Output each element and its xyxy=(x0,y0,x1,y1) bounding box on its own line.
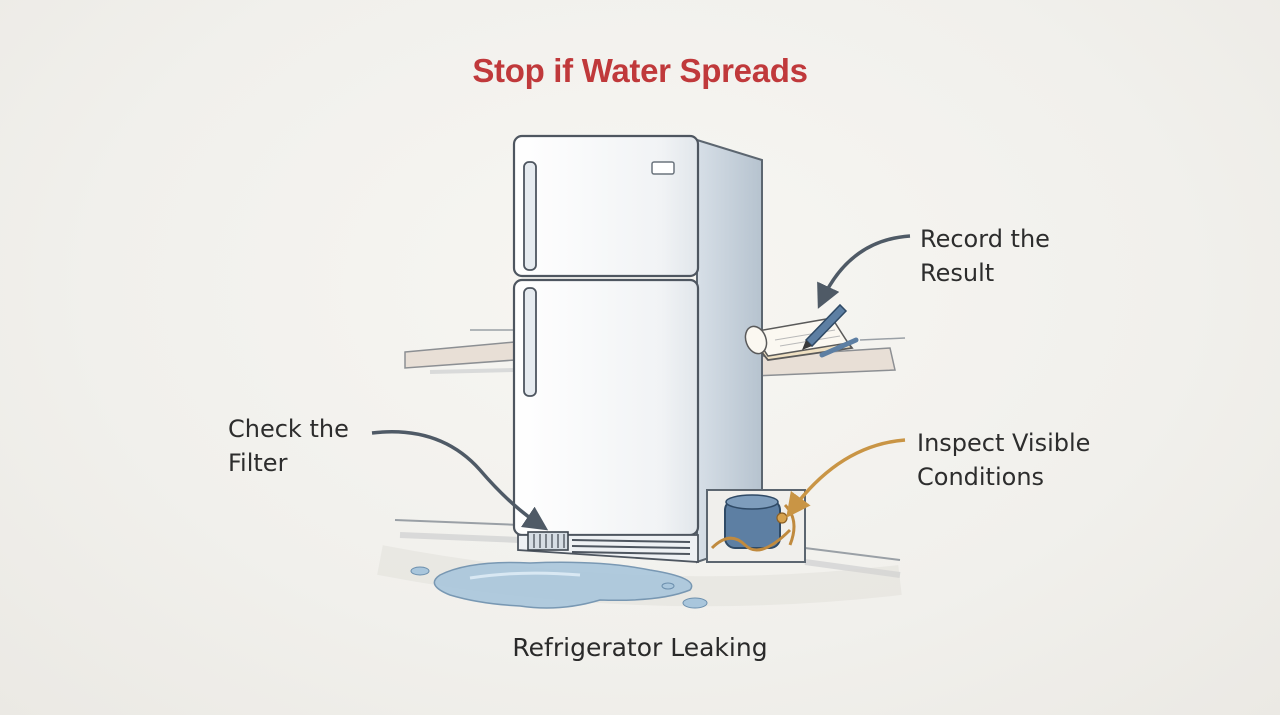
filter-arrow xyxy=(371,430,549,531)
water-puddle-icon xyxy=(410,561,708,609)
refrigerator-icon xyxy=(512,134,763,564)
compressor-icon xyxy=(706,489,806,563)
callout-check-filter-line2: Filter xyxy=(228,449,288,477)
record-arrow xyxy=(817,234,911,309)
callout-inspect-conditions-line2: Conditions xyxy=(917,463,1045,491)
pencil-icon xyxy=(802,303,859,358)
diagram-title: Stop if Water Spreads xyxy=(472,52,808,89)
inspect-arrow xyxy=(786,438,906,518)
callout-record-result-line1: Record the xyxy=(920,225,1050,253)
diagram-caption: Refrigerator Leaking xyxy=(512,633,768,662)
callout-inspect-conditions-line1: Inspect Visible xyxy=(917,429,1091,457)
left-counter xyxy=(404,329,516,374)
callout-record-result-line2: Result xyxy=(920,259,995,287)
callout-check-filter: Check the Filter xyxy=(228,412,349,480)
callout-check-filter-line1: Check the xyxy=(228,415,349,443)
callout-record-result: Record the Result xyxy=(920,222,1050,290)
callout-inspect-conditions: Inspect Visible Conditions xyxy=(917,426,1090,494)
